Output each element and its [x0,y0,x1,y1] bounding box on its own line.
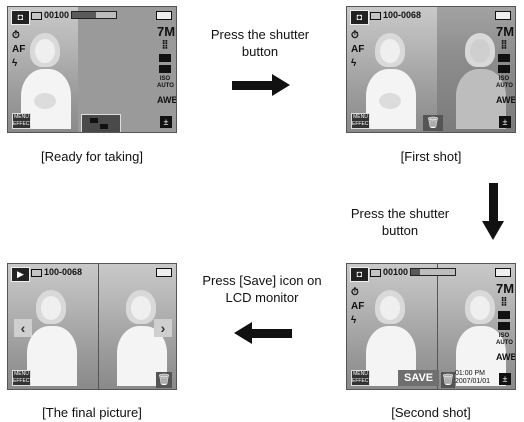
menu-button[interactable]: MENU EFFECT [12,370,33,386]
self-timer-icon: ⏱ [351,30,359,41]
file-number: 100-0068 [370,10,421,20]
subject-face [35,39,55,63]
save-button[interactable]: SAVE [398,370,440,386]
drive-icon [498,65,510,73]
instruction-3: Press [Save] icon on LCD monitor [202,273,322,305]
progress-bar [410,268,456,276]
awb-icon: AWB [496,352,516,362]
date-stamp: 01:00 PM 2007/01/01 [455,370,491,385]
memory-card-icon [31,11,42,20]
self-timer-icon: ⏱ [12,30,20,41]
instruction-1: Press the shutter button [210,27,310,59]
menu-button[interactable]: MENU EFFECT [351,113,372,129]
delete-icon[interactable]: 🗑 [156,372,172,388]
left-status-icons: ⏱ AF ϟ [12,29,25,71]
file-number: 100-0068 [31,267,82,277]
first-shot-screen: ◘ 100-0068 ⏱ AF ϟ 7M ⣿ ISO AUTO AWB 🗑 ME… [346,6,516,133]
flash-icon: ϟ [351,315,357,326]
left-arrow-icon [234,322,292,344]
caption-ready: [Ready for taking] [41,149,143,164]
exposure-icon: ± [160,116,172,128]
frame-panel-icon [81,114,121,132]
play-mode-icon: ▶ [11,267,30,282]
af-icon: AF [351,44,365,55]
battery-icon [495,268,511,277]
menu-button[interactable]: MENU EFFECT [351,370,372,386]
iso-icon: ISO AUTO [157,76,174,89]
af-icon: AF [12,44,26,55]
camera-mode-icon: ◘ [350,267,369,282]
camera-mode-icon: ◘ [350,10,369,25]
right-status-icons: 7M ⣿ ISO AUTO AWB [157,24,177,107]
flash-icon: ϟ [12,58,18,69]
shot-counter: 00100 [370,267,408,277]
left-status-icons: ⏱ AF ϟ [351,29,364,71]
right-status-icons: 7M ⣿ ISO AUTO AWB [496,24,516,107]
right-arrow-icon [232,74,290,96]
iso-icon: ISO AUTO [496,333,513,346]
battery-icon [156,11,172,20]
image-size-icon: 7M [496,281,515,296]
drive-icon [498,322,510,330]
image-size-icon: 7M [496,24,515,39]
delete-icon[interactable]: 🗑 [423,115,443,131]
caption-final: [The final picture] [42,405,142,420]
next-image-icon[interactable]: › [154,319,172,337]
quality-icon: ⣿ [500,296,508,306]
memory-card-icon [370,268,381,277]
progress-bar [71,11,117,19]
final-picture-screen: ▶ 100-0068 ‹ › 🗑 MENU EFFECT [7,263,177,390]
shot-counter: 00100 [31,10,69,20]
memory-card-icon [370,11,381,20]
delete-icon[interactable]: 🗑 [441,372,455,388]
exposure-icon: ± [499,373,511,385]
awb-icon: AWB [157,95,177,105]
instruction-2: Press the shutter button [350,206,450,238]
quality-icon: ⣿ [161,39,169,49]
af-icon: AF [351,301,365,312]
drive-icon [159,65,171,73]
metering-icon [159,54,171,62]
camera-mode-icon: ◘ [11,10,30,25]
second-shot-screen: ◘ 00100 ⏱ AF ϟ 7M ⣿ ISO AUTO AWB SAVE 🗑 … [346,263,516,390]
battery-icon [495,11,511,20]
metering-icon [498,54,510,62]
quality-icon: ⣿ [500,39,508,49]
right-status-icons: 7M ⣿ ISO AUTO AWB [496,281,516,364]
memory-card-icon [31,268,42,277]
iso-icon: ISO AUTO [496,76,513,89]
exposure-icon: ± [499,116,511,128]
awb-icon: AWB [496,95,516,105]
flash-icon: ϟ [351,58,357,69]
progress-fill [411,269,420,275]
ready-screen: ◘ 00100 ⏱ AF ϟ 7M ⣿ ISO AUTO AWB MENU EF… [7,6,177,133]
menu-button[interactable]: MENU EFFECT [12,113,33,129]
caption-first: [First shot] [400,149,462,164]
battery-icon [156,268,172,277]
prev-image-icon[interactable]: ‹ [14,319,32,337]
down-arrow-icon [482,183,504,240]
caption-second: [Second shot] [391,405,471,420]
metering-icon [498,311,510,319]
self-timer-icon: ⏱ [351,287,359,298]
image-size-icon: 7M [157,24,176,39]
progress-fill [72,12,97,18]
left-status-icons: ⏱ AF ϟ [351,286,364,328]
bouquet [34,93,56,109]
